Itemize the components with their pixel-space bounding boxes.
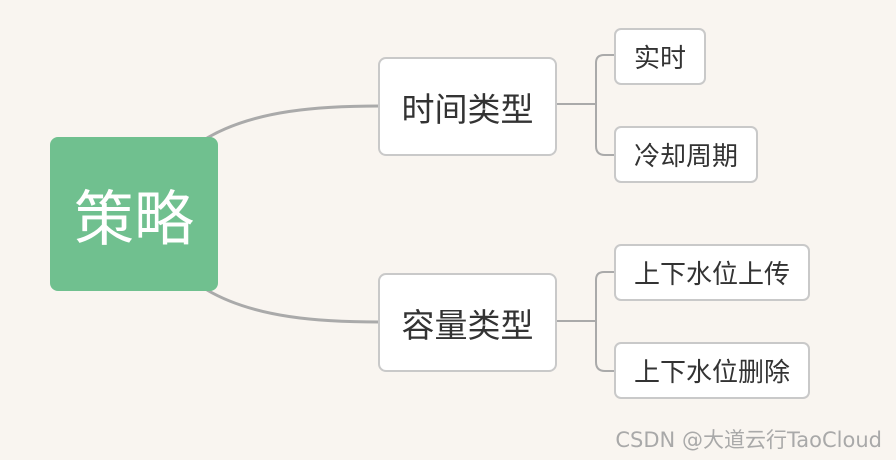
leaf-node-cooldown-period[interactable]: 冷却周期 <box>614 126 759 183</box>
connector-root-to-branch-time <box>206 104 381 140</box>
root-node-label: 策略 <box>74 184 194 255</box>
leaf-node-watermark-upload[interactable]: 上下水位上传 <box>614 244 811 301</box>
leaf-node-label: 实时 <box>634 44 687 74</box>
leaf-node-watermark-delete[interactable]: 上下水位删除 <box>614 342 811 399</box>
leaf-node-label: 上下水位上传 <box>634 260 791 290</box>
leaf-node-realtime[interactable]: 实时 <box>614 28 707 85</box>
leaf-node-label: 上下水位删除 <box>634 358 791 388</box>
connector-branch-time-to-leaves <box>557 54 616 156</box>
leaf-node-label: 冷却周期 <box>634 142 739 172</box>
root-node-strategy[interactable]: 策略 <box>50 137 218 291</box>
branch-node-label: 容量类型 <box>401 305 534 345</box>
branch-node-label: 时间类型 <box>401 89 534 129</box>
connector-root-to-branch-capacity <box>206 288 381 324</box>
source-watermark: CSDN @大道云行TaoCloud <box>615 428 882 452</box>
branch-node-capacity-type[interactable]: 容量类型 <box>378 273 557 372</box>
branch-node-time-type[interactable]: 时间类型 <box>378 57 557 156</box>
connector-branch-capacity-to-leaves <box>557 271 616 372</box>
